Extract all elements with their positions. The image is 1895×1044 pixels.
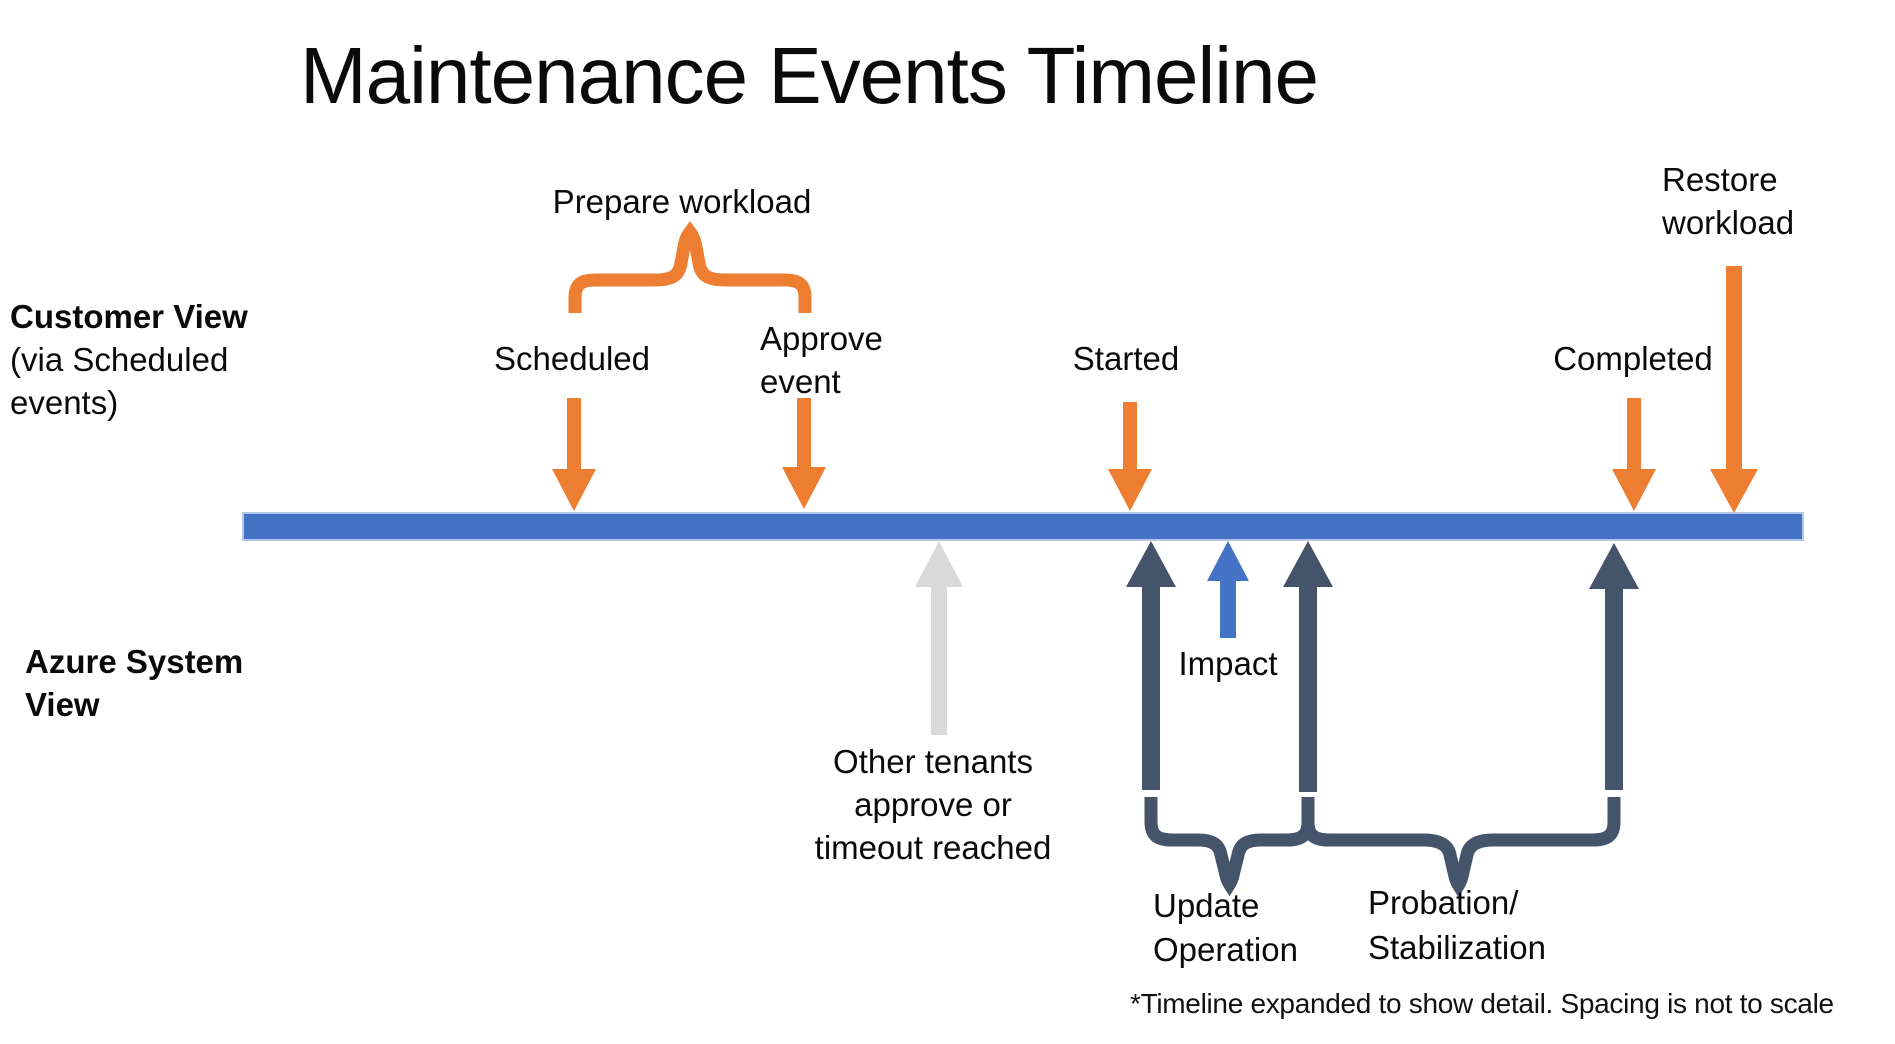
probation-stabilization-label: Probation/ Stabilization [1368,880,1546,970]
other-tenants-arrow-icon [915,541,963,735]
customer-view-heading: Customer View [10,298,248,335]
approve-event-line2: event [760,363,841,400]
restore-workload-label: Restore workload [1662,158,1794,244]
scheduled-label: Scheduled [494,340,650,377]
other-tenants-line3: timeout reached [814,829,1052,866]
azure-view-line2: View [25,686,100,723]
update-end-arrow-icon [1283,541,1333,792]
azure-system-view-label: Azure System View [25,640,243,726]
azure-view-line1: Azure System [25,643,244,680]
update-operation-brace [1144,797,1315,897]
probation-line2: Stabilization [1368,929,1546,966]
update-operation-line2: Operation [1153,931,1298,968]
other-tenants-line1: Other tenants [833,743,1033,780]
customer-view-sub-line2: events) [10,384,119,421]
probation-end-arrow-icon [1589,543,1639,790]
update-operation-label: Update Operation [1153,884,1298,972]
completed-arrow-icon [1612,398,1656,511]
approve-event-label: Approve event [760,317,883,403]
prepare-workload-brace [568,221,812,313]
restore-workload-line1: Restore [1662,161,1778,198]
other-tenants-label: Other tenants approve or timeout reached [815,740,1052,869]
probation-line1: Probation/ [1368,884,1519,921]
restore-workload-arrow-icon [1710,266,1758,513]
timeline-footnote: *Timeline expanded to show detail. Spaci… [1130,988,1834,1019]
completed-label: Completed [1553,340,1713,377]
impact-arrow-icon [1207,541,1249,638]
probation-stabilization-brace [1301,797,1621,898]
prepare-workload-label: Prepare workload [552,183,812,220]
started-arrow-icon [1108,402,1152,511]
timeline-bar [242,512,1804,541]
page-title: Maintenance Events Timeline [300,31,1319,120]
update-operation-line1: Update [1153,887,1260,924]
other-tenants-line2: approve or [854,786,1012,823]
approve-event-arrow-icon [782,398,826,509]
scheduled-arrow-icon [552,398,596,511]
customer-view-label: Customer View (via Scheduled events) [10,295,248,424]
started-label: Started [1072,340,1180,377]
restore-workload-line2: workload [1662,204,1795,241]
update-start-arrow-icon [1126,541,1176,790]
customer-view-sub-line1: (via Scheduled [10,341,229,378]
approve-event-line1: Approve [760,320,883,357]
impact-label: Impact [1178,645,1278,682]
